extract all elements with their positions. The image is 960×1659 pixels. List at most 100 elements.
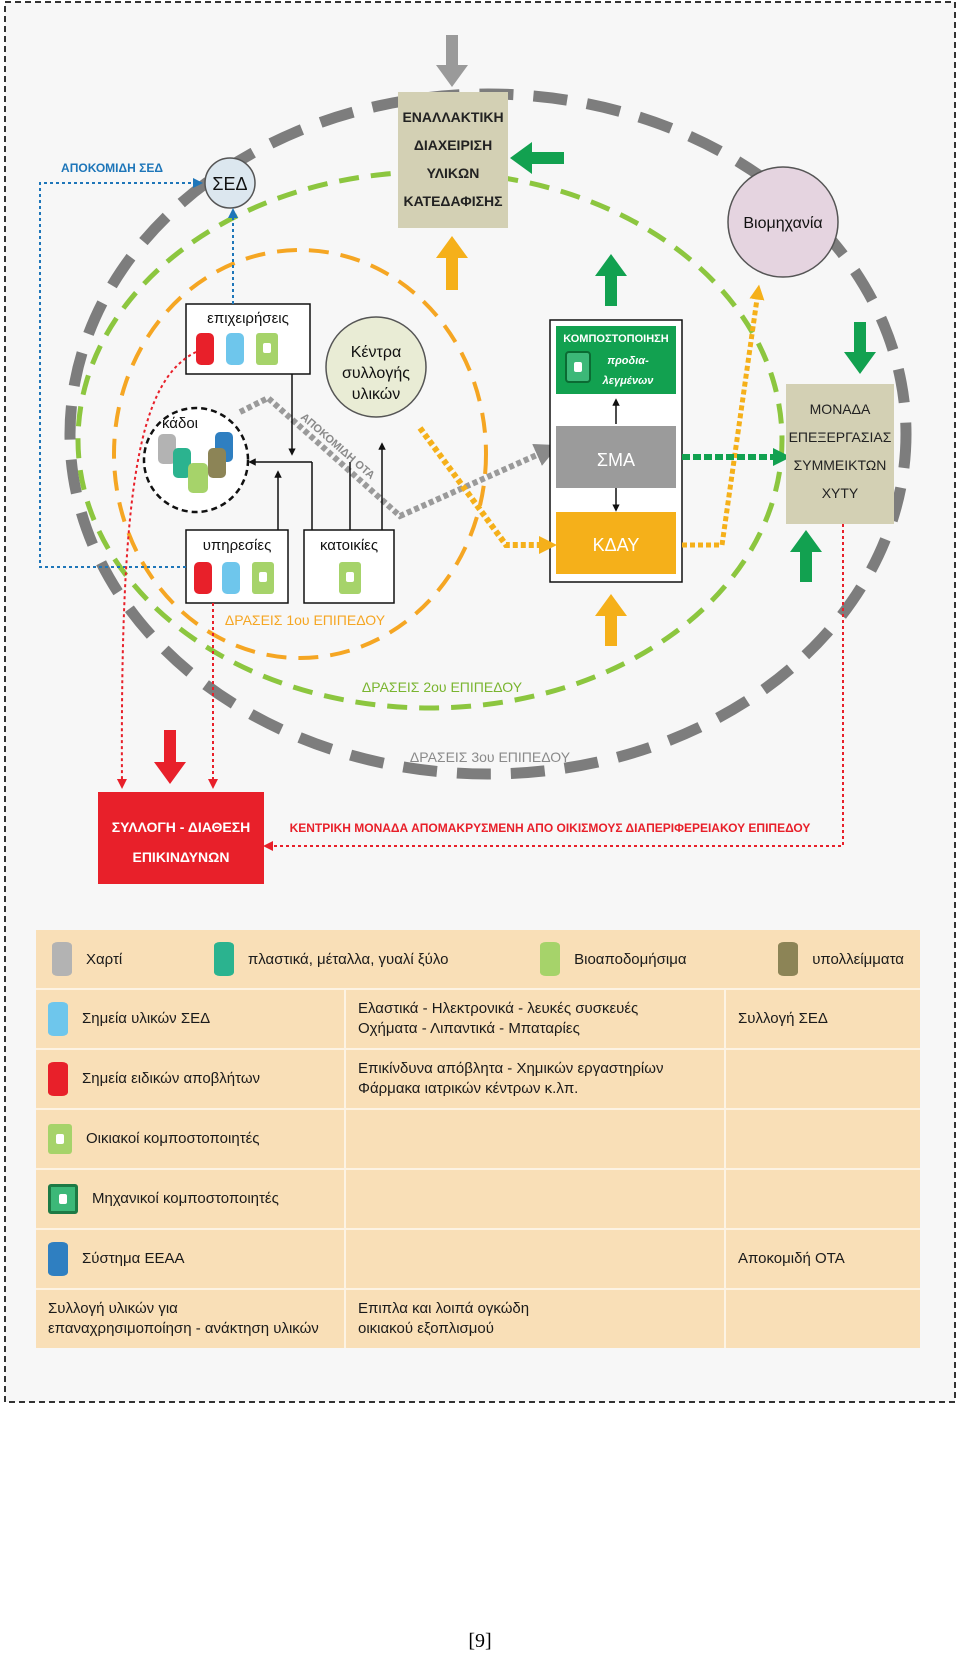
level1-label: ΔΡΑΣΕΙΣ 1ου ΕΠΙΠΕΔΟΥ: [225, 612, 386, 628]
home-composter-icon: [48, 1124, 72, 1154]
mechanical-composter-icon: [48, 1184, 78, 1214]
green-arrow-left-icon: [510, 142, 564, 174]
composting-icon-window: [574, 362, 582, 372]
level2-label: ΔΡΑΣΕΙΣ 2ου ΕΠΙΠΕΔΟΥ: [362, 679, 523, 695]
alt-mgmt-box: [398, 92, 508, 228]
sed-path-services: [39, 178, 203, 568]
alt-mgmt-line3: ΥΛΙΚΩΝ: [427, 165, 480, 181]
legend-plastic: πλαστικά, μέταλλα, γυαλί ξύλο: [213, 942, 449, 976]
legend-row: Σημεία υλικών ΣΕΔ Ελαστικά - Ηλεκτρονικά…: [36, 990, 920, 1050]
centers-circle: [325, 316, 427, 418]
level2-ellipse: [75, 169, 785, 711]
flow-kday-to-industry: [682, 284, 765, 548]
bins-label: κάδοι: [162, 415, 198, 432]
paper-bin-icon: [52, 942, 72, 976]
sma-label: ΣΜΑ: [597, 450, 635, 470]
legend-row-4-c1: Μηχανικοί κομποστοποιητές: [92, 1189, 279, 1207]
special-waste-bin-icon: [48, 1062, 68, 1096]
red-arrow-down-icon: [154, 730, 186, 784]
central-unit-label: ΚΕΝΤΡΙΚΗ ΜΟΝΑΔΑ ΑΠΟΜΑΚΡΥΣΜΕΝΗ ΑΠΟ ΟΙΚΙΣΜ…: [290, 821, 811, 835]
plastic-bin-icon: [213, 942, 234, 976]
hazard-path-businesses: [116, 351, 197, 789]
legend-row-6-c2: Επιπλα και λοιπά ογκώδη οικιακού εξοπλισ…: [358, 1299, 530, 1337]
legend-top-row: Χαρτί πλαστικά, μέταλλα, γυαλί ξύλο Βιοα…: [36, 930, 920, 990]
hazardous-line2: ΕΠΙΚΙΝΔΥΝΩΝ: [132, 849, 229, 865]
service-composter-window-icon: [259, 572, 267, 582]
legend-row-6-c1: Συλλογή υλικών για επαναχρησιμοποίηση - …: [48, 1299, 319, 1337]
alt-mgmt-line4: ΚΑΤΕΔΑΦΙΣΗΣ: [403, 193, 502, 209]
legend-paper: Χαρτί: [52, 942, 122, 976]
industry-label: Βιομηχανία: [743, 215, 822, 232]
plant-line3: ΣΥΜΜΕΙΚΤΩΝ: [794, 457, 887, 473]
legend-row-2-c1: Σημεία ειδικών αποβλήτων: [82, 1069, 261, 1087]
kday-box: [556, 512, 676, 574]
composter-window-icon: [263, 343, 271, 353]
bin-red-icon: [196, 333, 214, 365]
plant-line1: ΜΟΝΑΔΑ: [810, 401, 871, 417]
bio-bin-icon: [540, 942, 561, 976]
centers-line1: Κέντρα: [351, 344, 401, 361]
legend-row-5-c1: Σύστημα ΕΕΑΑ: [82, 1249, 185, 1267]
residual-bin-icon: [778, 942, 799, 976]
legend-row-1-c2: Ελαστικά - Ηλεκτρονικά - λευκές συσκευές…: [358, 999, 639, 1037]
service-bin-lightblue-icon: [222, 562, 240, 594]
sed-bin-icon: [48, 1002, 68, 1036]
green-arrow-up-icon-1: [595, 254, 627, 306]
alt-mgmt-line1: ΕΝΑΛΛΑΚΤΙΚΗ: [402, 109, 503, 125]
legend-residual-label: υπολλείμματα: [812, 950, 904, 968]
level1-ellipse: [112, 248, 488, 660]
legend-row: Μηχανικοί κομποστοποιητές: [36, 1170, 920, 1230]
centers-line3: υλικών: [352, 386, 401, 403]
kday-label: ΚΔΑΥ: [593, 535, 640, 555]
legend-row: Σημεία ειδικών αποβλήτων Επικίνδυνα απόβ…: [36, 1050, 920, 1110]
legend-plastic-label: πλαστικά, μέταλλα, γυαλί ξύλο: [247, 950, 449, 968]
bin-bio-icon: [188, 463, 208, 493]
sed-label: ΣΕΔ: [212, 174, 247, 194]
legend-bio-label: Βιοαποδομήσιμα: [574, 950, 687, 968]
legend-paper-label: Χαρτί: [86, 950, 123, 968]
businesses-label: επιχειρήσεις: [207, 310, 289, 327]
household-composter-window-icon: [346, 572, 354, 582]
hazardous-line1: ΣΥΛΛΟΓΗ - ΔΙΑΘΕΣΗ: [112, 819, 251, 835]
legend-row-3-c1: Οικιακοί κομποστοποιητές: [86, 1129, 260, 1147]
sed-collection-label: ΑΠΟΚΟΜΙΔΗ ΣΕΔ: [61, 161, 163, 175]
green-arrow-down-icon: [844, 322, 876, 374]
legend-row: Σύστημα ΕΕΑΑ Αποκομιδή ΟΤΑ: [36, 1230, 920, 1290]
plant-line2: ΕΠΕΞΕΡΓΑΣΙΑΣ: [789, 429, 892, 445]
bin-paper-icon: [158, 434, 176, 464]
legend-residual: υπολλείμματα: [778, 942, 904, 976]
plant-line4: ΧΥΤΥ: [822, 485, 859, 501]
legend-row-2-c2: Επικίνδυνα απόβλητα - Χημικών εργαστηρίω…: [358, 1059, 664, 1097]
services-label: υπηρεσίες: [203, 537, 272, 554]
legend-row: Οικιακοί κομποστοποιητές: [36, 1110, 920, 1170]
households-label: κατοικίες: [320, 537, 378, 554]
plant-box: [786, 384, 894, 524]
bin-lightblue-icon: [226, 333, 244, 365]
legend-row-1-c3: Συλλογή ΣΕΔ: [738, 1009, 828, 1027]
orange-arrow-up-icon-1: [436, 236, 468, 290]
level3-label: ΔΡΑΣΕΙΣ 3ου ΕΠΙΠΕΔΟΥ: [410, 749, 571, 765]
centers-line2: συλλογής: [342, 365, 410, 382]
legend-table: Χαρτί πλαστικά, μέταλλα, γυαλί ξύλο Βιοα…: [36, 930, 920, 1348]
bin-plastic-icon: [173, 448, 191, 478]
gray-arrow-down-icon: [436, 35, 468, 87]
legend-row-5-c3: Αποκομιδή ΟΤΑ: [738, 1249, 845, 1267]
bin-residual-icon: [208, 448, 226, 478]
composting-line1: ΚΟΜΠΟΣΤΟΠΟΙΗΣΗ: [563, 333, 668, 345]
orange-arrow-up-icon-2: [595, 594, 627, 646]
composting-line2: προδια-: [607, 355, 649, 367]
service-bin-red-icon: [194, 562, 212, 594]
hazardous-box: [98, 792, 264, 884]
ota-collection-path: [238, 394, 559, 520]
legend-row-1-c1: Σημεία υλικών ΣΕΔ: [82, 1009, 211, 1027]
page-number: [9]: [468, 1630, 492, 1652]
composting-line3: λεγμένων: [602, 375, 655, 387]
flow-centers-to-kday: [417, 426, 557, 554]
green-arrow-up-icon-2: [790, 530, 822, 582]
industry-circle: [727, 166, 839, 278]
alt-mgmt-line2: ΔΙΑΧΕΙΡΙΣΗ: [414, 137, 492, 153]
legend-bio: Βιοαποδομήσιμα: [540, 942, 687, 976]
eeaa-bin-icon: [48, 1242, 68, 1276]
sma-box: [556, 426, 676, 488]
legend-row: Συλλογή υλικών για επαναχρησιμοποίηση - …: [36, 1290, 920, 1348]
